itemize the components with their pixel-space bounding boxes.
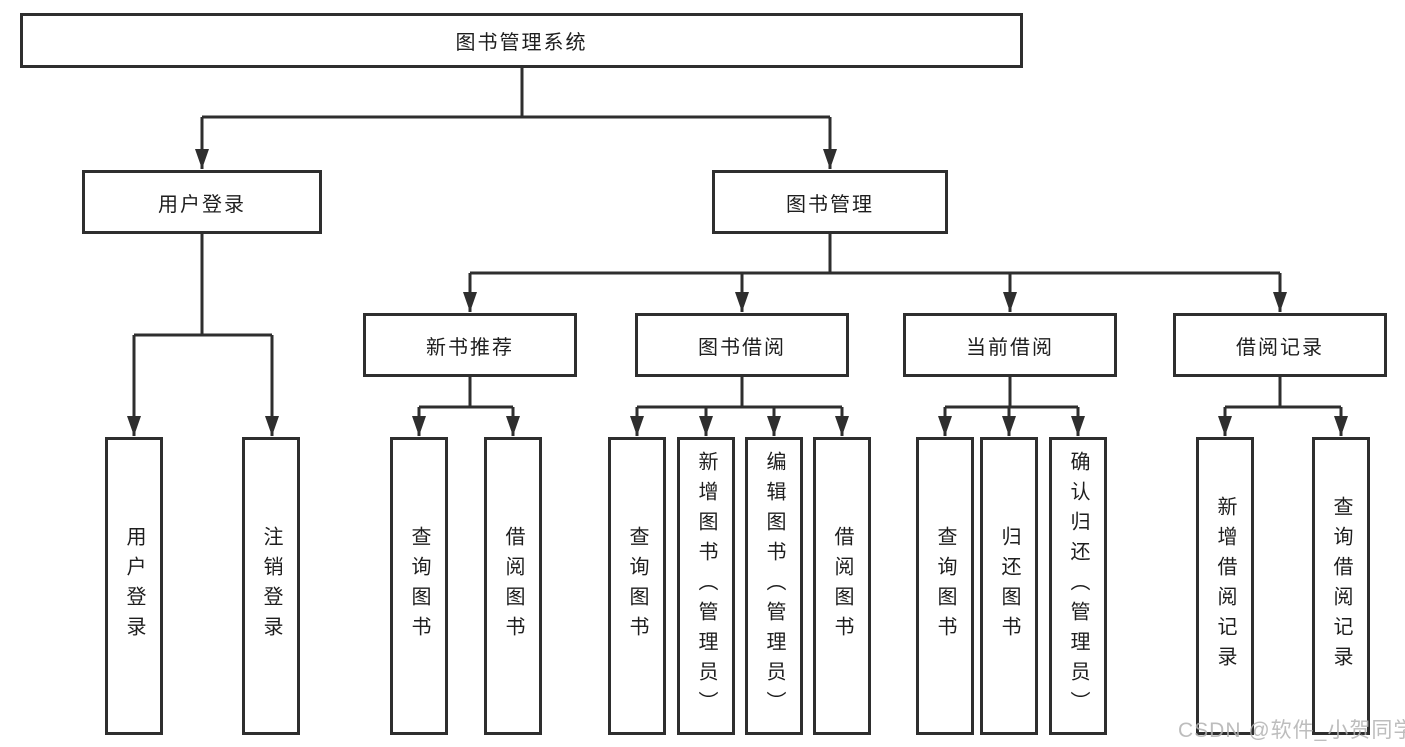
node-label: 新书推荐	[426, 336, 514, 359]
node-label: 图书管理	[786, 193, 874, 216]
node-book-management: 图书管理	[712, 170, 948, 234]
leaf-query-books-current: 查询图书	[916, 437, 974, 735]
node-borrowing-records: 借阅记录	[1173, 313, 1387, 377]
leaf-add-borrow-record: 新增借阅记录	[1196, 437, 1254, 735]
node-label: 当前借阅	[966, 336, 1054, 359]
leaf-label: 查询借阅记录	[1330, 496, 1352, 676]
leaf-label: 新增借阅记录	[1214, 496, 1236, 676]
leaf-label: 借阅图书	[502, 526, 524, 646]
leaf-borrow-books: 借阅图书	[813, 437, 871, 735]
csdn-watermark: CSDN @软件_小贺同学	[1178, 719, 1405, 742]
leaf-borrow-books-recommend: 借阅图书	[484, 437, 542, 735]
leaf-logout: 注销登录	[242, 437, 300, 735]
root-node-label: 图书管理系统	[455, 32, 588, 54]
leaf-label: 查询图书	[934, 526, 956, 646]
leaf-label: 查询图书	[626, 526, 648, 646]
leaf-label: 确认归还（管理员）	[1067, 451, 1089, 721]
node-current-borrowing: 当前借阅	[903, 313, 1117, 377]
node-label: 用户登录	[158, 193, 246, 216]
leaf-user-login: 用户登录	[105, 437, 163, 735]
leaf-confirm-return-admin: 确认归还（管理员）	[1049, 437, 1107, 735]
node-user-login: 用户登录	[82, 170, 322, 234]
node-label: 借阅记录	[1236, 336, 1324, 359]
leaf-label: 查询图书	[408, 526, 430, 646]
leaf-label: 归还图书	[998, 526, 1020, 646]
node-label: 图书借阅	[698, 336, 786, 359]
leaf-query-books-recommend: 查询图书	[390, 437, 448, 735]
node-book-borrowing: 图书借阅	[635, 313, 849, 377]
root-node-library-management-system: 图书管理系统	[20, 13, 1023, 68]
leaf-edit-books-admin: 编辑图书（管理员）	[745, 437, 803, 735]
leaf-add-books-admin: 新增图书（管理员）	[677, 437, 735, 735]
leaf-label: 编辑图书（管理员）	[763, 451, 785, 721]
leaf-label: 新增图书（管理员）	[695, 451, 717, 721]
leaf-label: 借阅图书	[831, 526, 853, 646]
leaf-query-books-borrow: 查询图书	[608, 437, 666, 735]
leaf-query-borrow-record: 查询借阅记录	[1312, 437, 1370, 735]
leaf-return-books: 归还图书	[980, 437, 1038, 735]
leaf-label: 用户登录	[123, 526, 145, 646]
node-new-book-recommend: 新书推荐	[363, 313, 577, 377]
leaf-label: 注销登录	[260, 526, 282, 646]
